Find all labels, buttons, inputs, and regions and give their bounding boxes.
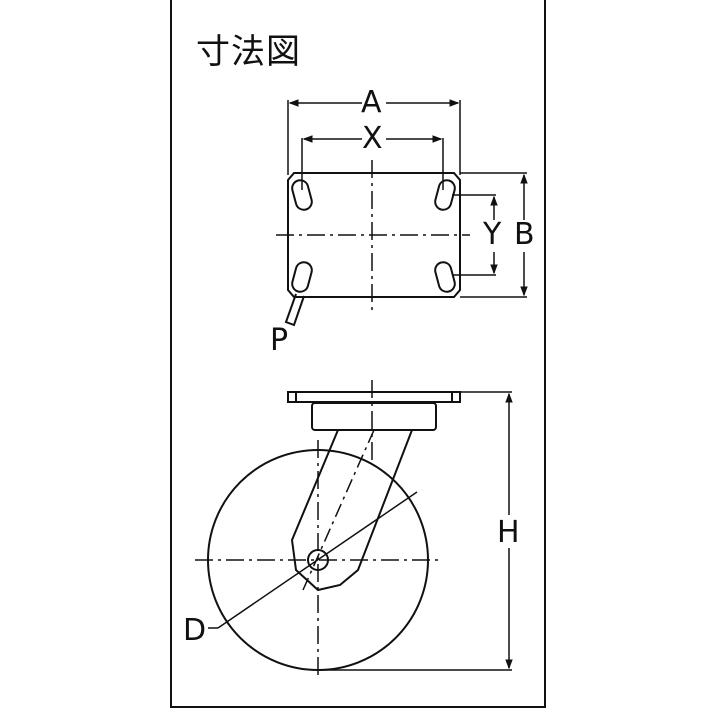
dimension-label-h: H xyxy=(497,515,520,550)
top-plate-view xyxy=(276,99,528,327)
dimension-label-p: P xyxy=(270,323,289,358)
dimension-label-b: B xyxy=(514,217,535,252)
drawing-frame xyxy=(170,0,546,708)
drawing-title: 寸法図 xyxy=(196,32,301,72)
dimension-label-d: D xyxy=(183,613,207,648)
dimension-label-a: A xyxy=(361,85,382,120)
side-caster-view xyxy=(195,380,513,680)
dimension-label-x: X xyxy=(362,121,383,156)
dimension-label-y: Y xyxy=(483,217,502,252)
